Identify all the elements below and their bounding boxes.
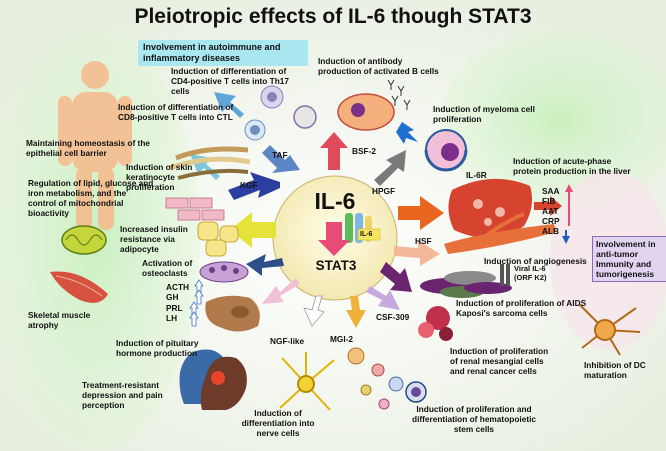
effect-ctl: Induction of differentiation of CD8-posi… [118,102,234,122]
effect-antibody: Induction of antibody production of acti… [318,56,439,76]
liver-output-arrow [534,196,562,216]
center-stat3-label: STAT3 [315,258,357,273]
arrow-pituitary [262,278,300,304]
effect-depression: Treatment-resistant depression and pain … [82,380,163,410]
protein-alb: ALB [542,226,560,236]
effect-kaposi: Induction of proliferation of AIDS Kapos… [456,298,587,318]
effect-metabolism: Regulation of lipid, glucose and iron me… [28,178,154,218]
viral-il6-icon [500,264,510,286]
factor-ngf-like: NGF-like [270,336,305,346]
dendritic-cell-icon [579,304,641,356]
hormone-lh: LH [166,313,178,323]
heads-icon [179,349,247,410]
arrow-kaposi [380,262,412,292]
page-title: Pleiotropic effects of IL-6 though STAT3 [134,5,532,28]
factor-il6r: IL-6R [466,170,487,180]
effect-muscle: Skeletal muscle atrophy [28,310,91,330]
viral-il6-label: Viral IL-6 (ORF K2) [514,264,547,282]
skeletal-muscle-icon [50,271,108,303]
il6-receptor-icon [345,213,381,243]
effect-hematopoietic: Induction of proliferation and different… [412,404,536,434]
effect-myeloma: Induction of myeloma cell proliferation [433,104,535,124]
pituitary-icon [205,295,260,332]
factor-bsf2: BSF-2 [352,146,376,156]
mitochondria-icon [61,225,107,255]
effect-acute-phase: Induction of acute-phase protein product… [513,156,631,176]
effect-dc: Inhibition of DC maturation [584,360,646,380]
human-body-icon [58,61,132,230]
effect-osteoclasts: Activation of osteoclasts [142,258,193,278]
right-green-region [440,30,666,210]
antitumor-box: Involvement in anti-tumor Immunity and t… [592,236,666,282]
signal-arrow-icon [318,222,350,256]
arrow-mgi2 [346,296,366,328]
adipocyte-icon [197,221,239,257]
plasma-cell-icon [337,93,395,131]
hormone-arrows-icon [189,279,204,327]
arrow-hsf [398,196,444,230]
protein-crp: CRP [542,216,560,226]
cell-illustrations [244,79,468,172]
epithelial-cells-icon [165,197,225,221]
hematopoietic-cells-icon [347,347,427,410]
protein-aat: AAT [542,206,559,216]
effect-nerve: Induction of differentiation into nerve … [241,408,315,438]
effect-th17: Induction of differentiation of CD4-posi… [171,66,290,96]
radiating-arrows [190,92,444,328]
arrow-csf309 [366,286,400,310]
blood-vessel-icon [444,224,556,254]
effect-epithelial: Maintaining homeostasis of the epithelia… [26,138,151,158]
hormone-prl: PRL [166,303,183,313]
arrow-bsf2 [320,132,348,170]
factor-csf309: CSF-309 [376,312,410,322]
b-cell-icon [293,105,317,129]
center-mini-il6-label: IL-6 [360,231,373,238]
arrow-taf [262,145,300,173]
center-il6-label: IL-6 [314,188,356,214]
arrow-kgf [228,172,280,200]
factor-hpgf: HPGF [372,186,396,196]
arrow-ctl [214,92,244,118]
factor-taf: TAF [272,150,288,160]
factor-hsf: HSF [415,236,432,246]
arrow-hpgf [374,150,406,186]
factor-kgf: KGF [240,180,258,190]
factor-mgi2: MGI-2 [330,334,354,344]
autoimmune-box: Involvement in autoimmune and inflammato… [138,40,308,66]
hormone-gh: GH [166,292,179,302]
arrow-ngf [303,295,325,327]
effect-mesangial: Induction of proliferation of renal mesa… [450,346,549,376]
arrow-insulin [230,212,276,248]
renal-cells-icon [418,306,453,341]
osteoclast-icon [199,261,249,283]
arrow-angiogenesis [394,240,440,266]
hormone-acth: ACTH [166,282,190,292]
acute-phase-arrows [562,184,573,244]
effect-angiogenesis: Induction of angiogenesis [484,256,587,266]
effect-insulin: Increased insulin resistance via adipocy… [120,224,188,254]
arrow-osteoclast [246,254,284,276]
antibody-icons [387,79,411,110]
liver-icon [448,178,532,239]
keratinocyte-layers-icon [169,146,251,180]
protein-saa: SAA [542,186,560,196]
effect-pituitary: Induction of pituitary hormone productio… [116,338,199,358]
nerve-cell-icon [279,352,335,411]
protein-fib: FIB [542,196,556,206]
effect-keratinocyte: Induction of skin keratinocyte prolifera… [126,162,193,192]
arrow-myeloma-icon [396,122,418,144]
